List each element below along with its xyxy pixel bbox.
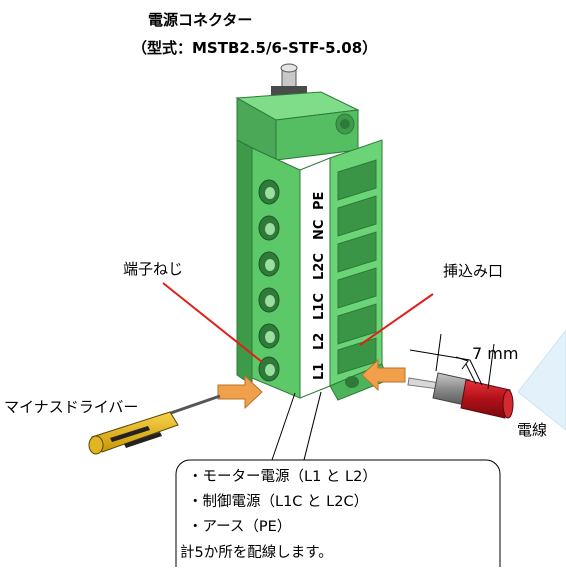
- model-number: （型式：MSTB2.5/6-STF-5.08）: [132, 39, 378, 57]
- insert-slots: [337, 159, 377, 375]
- terminal-label-l2c: L2C: [312, 253, 327, 280]
- note-pointer-left: [271, 392, 296, 461]
- screw-label: 端子ねじ: [123, 260, 184, 278]
- wiring-note: ・モーター電源（L1 と L2） ・制御電源（L1C と L2C） ・アース（P…: [176, 461, 500, 567]
- terminal-label-l1c: L1C: [312, 293, 327, 320]
- dimension-7mm: [409, 333, 495, 390]
- insert-slot-label: 挿込み口: [443, 262, 504, 280]
- note-line: ・制御電源（L1C と L2C）: [188, 494, 369, 510]
- note-box: [175, 459, 501, 571]
- slot-leader-line: [359, 293, 434, 346]
- note-pointer-right: [303, 391, 322, 461]
- note-line: ・アース（PE）: [188, 519, 292, 535]
- screwdriver-label: マイナスドライバー: [4, 398, 139, 416]
- screw-leader-line: [162, 282, 263, 363]
- connector-body: [235, 63, 389, 401]
- background-triangle: [517, 329, 566, 431]
- screw-holes: [258, 179, 280, 382]
- slot-arrow: [361, 358, 406, 392]
- strip-length-label: 7 mm: [472, 344, 519, 363]
- screw-arrow: [217, 374, 263, 410]
- terminal-label-l2: L2: [312, 333, 327, 350]
- diagram-title: 電源コネクター: [148, 11, 253, 29]
- wire-graphic: [407, 372, 514, 419]
- note-line: 計5か所を配線します。: [180, 545, 333, 561]
- terminal-label-l1: L1: [312, 363, 327, 380]
- screwdriver-graphic: [88, 394, 221, 455]
- terminal-label-nc: NC: [312, 220, 327, 240]
- note-line: ・モーター電源（L1 と L2）: [188, 469, 377, 485]
- terminal-label-pe: PE: [312, 192, 327, 210]
- wire-label: 電線: [517, 421, 548, 439]
- terminal-label-strip: L1 L2 L1C L2C NC PE: [312, 192, 327, 380]
